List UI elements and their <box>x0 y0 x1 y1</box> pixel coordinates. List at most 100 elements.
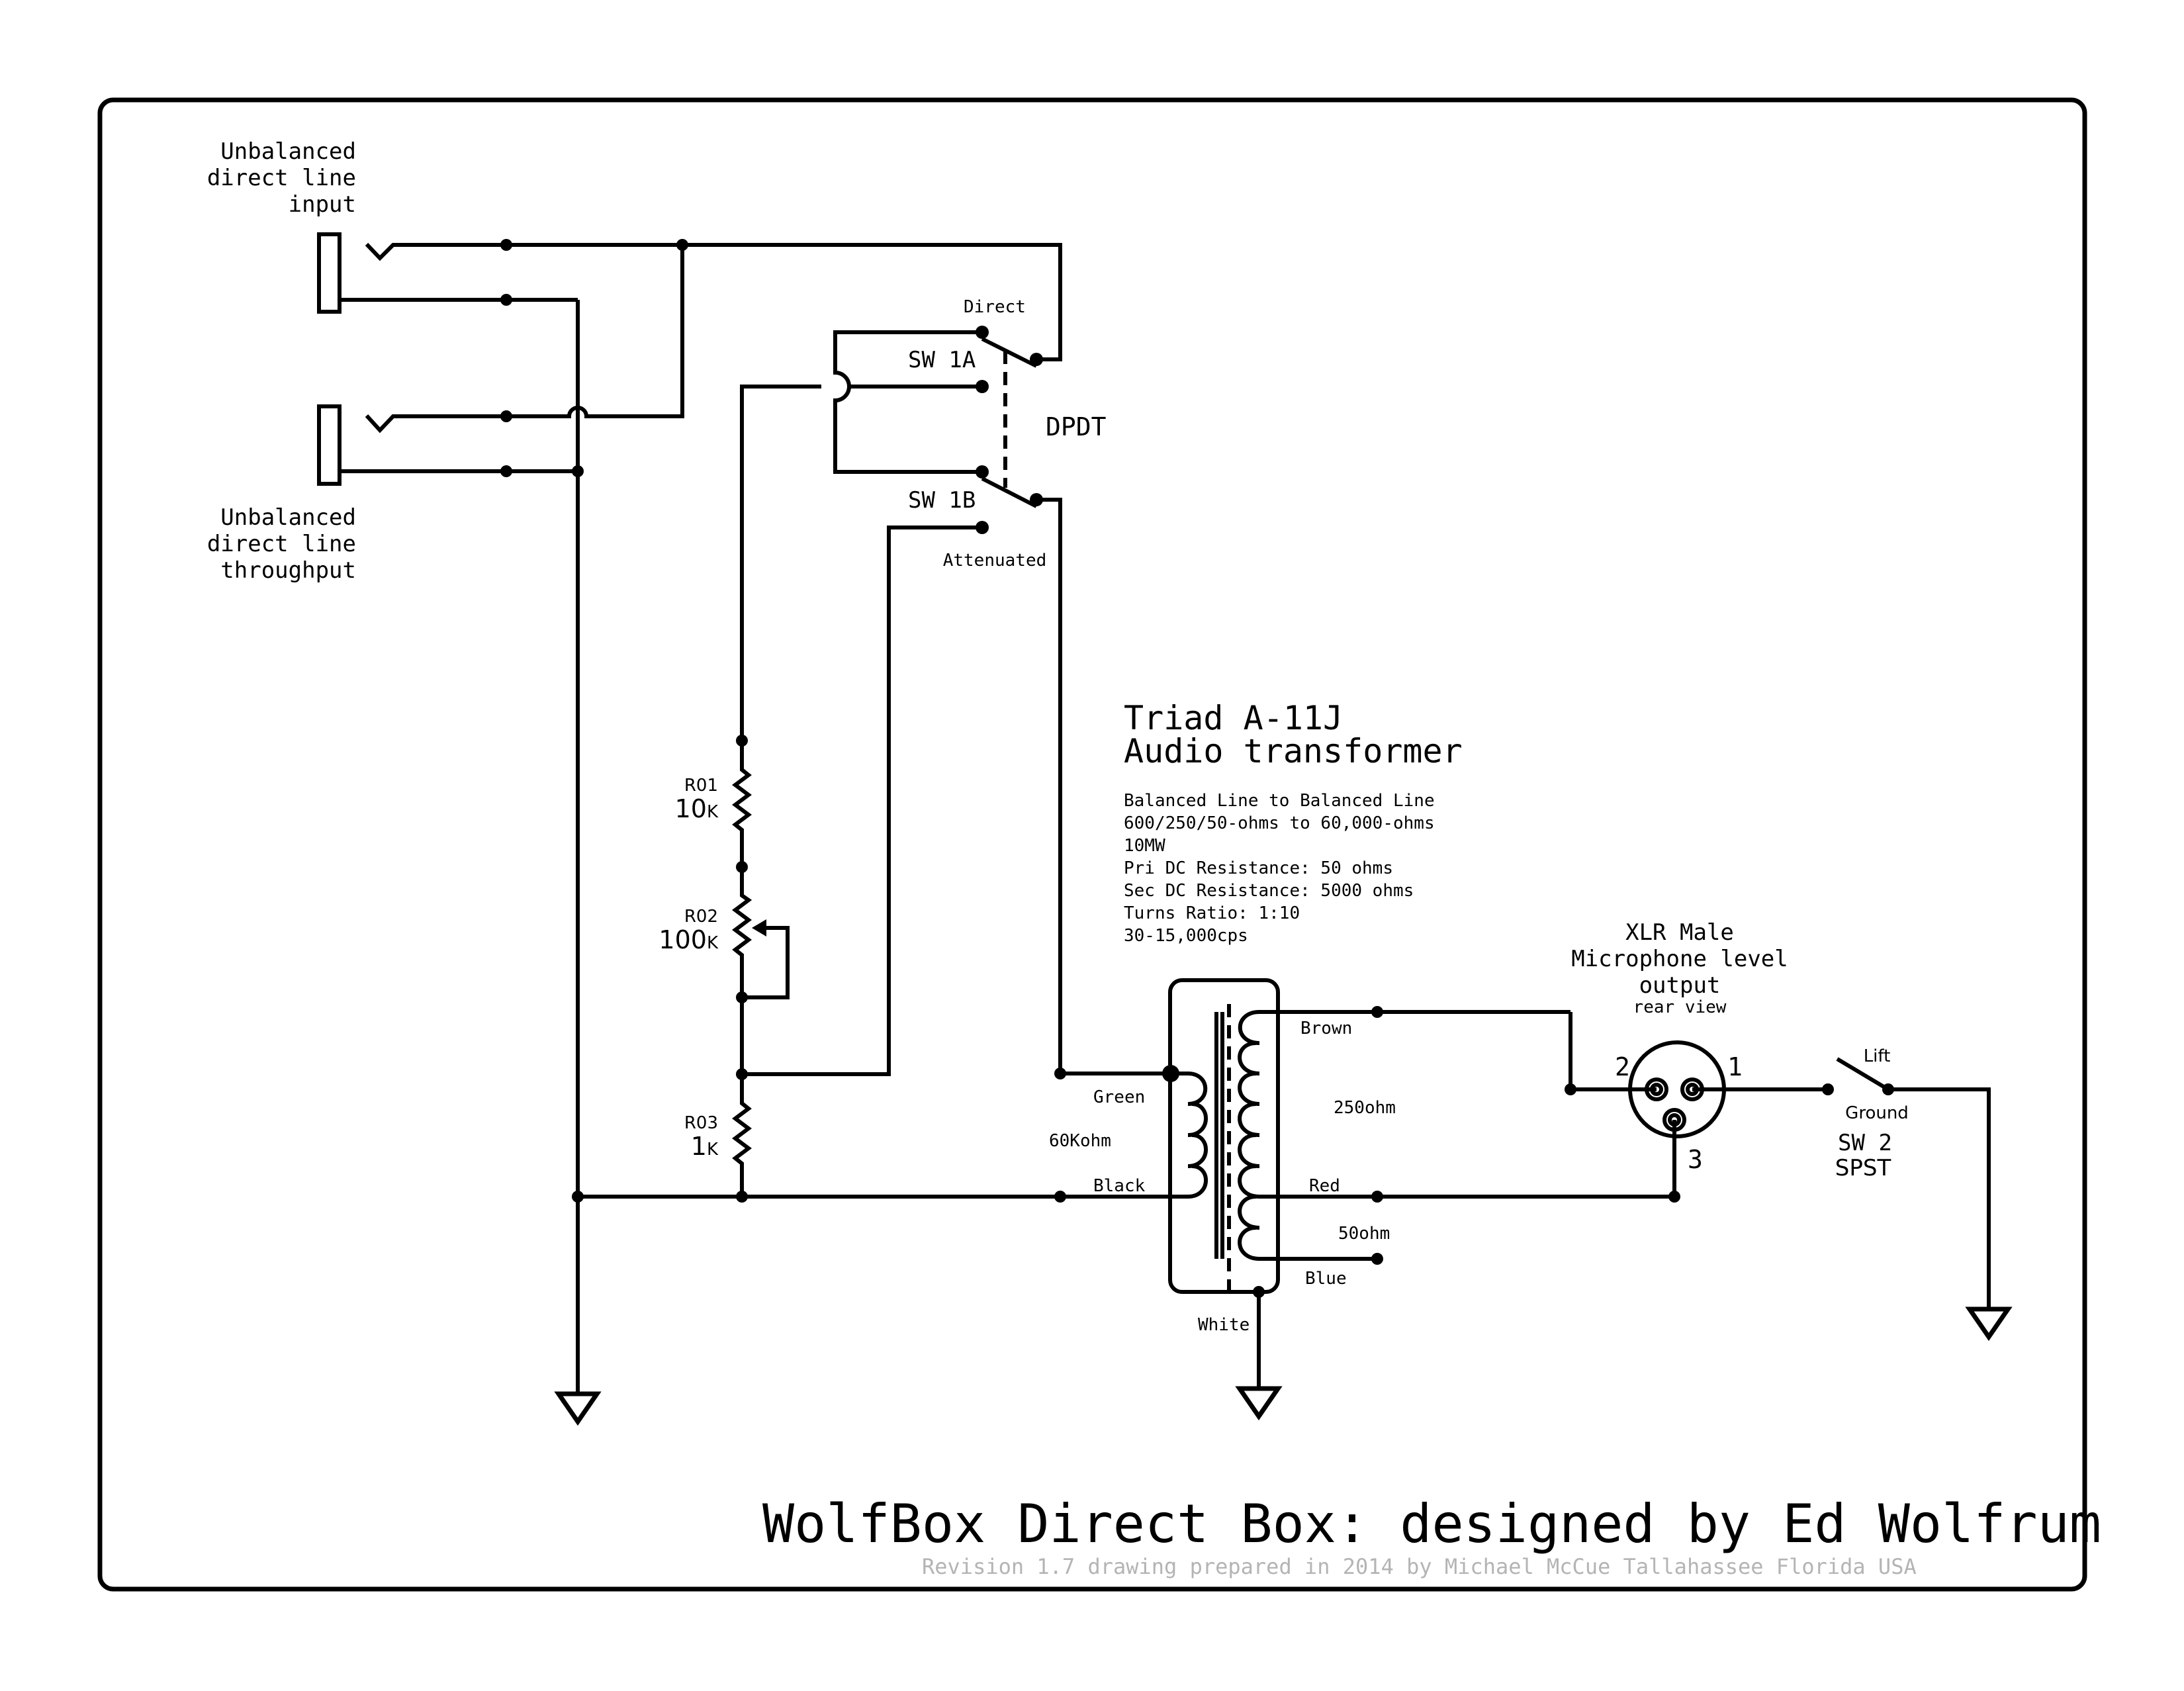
r03-value-number: 1 <box>691 1132 707 1161</box>
green-lead-dot <box>1054 1068 1066 1079</box>
r03-value: 1K <box>691 1132 719 1161</box>
xlr-pin-2-label: 2 <box>1615 1052 1630 1081</box>
black-lead-dot <box>1054 1191 1066 1203</box>
xlr-title-line-3: output <box>1639 972 1721 999</box>
brown-to-pin2-wire <box>1569 1012 1657 1091</box>
r02-ref: R02 <box>684 907 718 927</box>
drawing-title: WolfBox Direct Box: designed by Ed Wolfr… <box>762 1493 2101 1555</box>
r01-value-unit: K <box>707 802 719 822</box>
white-wire-label: White <box>1198 1315 1250 1335</box>
brown-wire-label: Brown <box>1300 1019 1352 1038</box>
xlr-title-line-2: Microphone level <box>1571 946 1788 972</box>
resistor-r01 <box>732 741 752 867</box>
xlr-title-line-1: XLR Male <box>1625 919 1734 946</box>
sw2-contact <box>1822 1083 1834 1095</box>
transformer-triad-a11j: Triad A-11J Audio transformer Balanced L… <box>1049 699 1673 1421</box>
red-lead-dot <box>1371 1191 1383 1203</box>
r01-value: 10K <box>675 794 719 823</box>
resistor-r03 <box>732 1074 752 1197</box>
junction-dot <box>736 1191 748 1203</box>
r01-ref: R01 <box>684 776 718 796</box>
green-wire-label: Green <box>1093 1087 1145 1107</box>
brown-lead-dot <box>1371 1006 1383 1018</box>
transformer-spec-line: 10MW <box>1124 836 1165 856</box>
sw1a-lever <box>981 337 1038 368</box>
sw2-ground-label: Ground <box>1845 1103 1909 1123</box>
throughput-jack-label-line-1: Unbalanced <box>220 504 356 531</box>
secondary-upper-label: 250ohm <box>1334 1098 1396 1118</box>
switch-sw2-spst: Lift Ground SW 2 SPST <box>1822 1046 2013 1342</box>
transformer-spec-line: 30-15,000cps <box>1124 926 1248 946</box>
junction-dot <box>572 1191 584 1203</box>
sw2-type-label: SPST <box>1835 1155 1891 1181</box>
sw1-direct-label: Direct <box>964 297 1026 317</box>
transformer-spec-line: Balanced Line to Balanced Line <box>1124 791 1435 811</box>
sw2-lever <box>1836 1057 1889 1091</box>
transformer-spec-line: 600/250/50-ohms to 60,000-ohms <box>1124 813 1435 833</box>
sw1-attenuated-label: Attenuated <box>943 551 1047 571</box>
r01-value-number: 10 <box>675 794 707 823</box>
secondary-lower-label: 50ohm <box>1338 1224 1390 1244</box>
junction-dot <box>500 239 512 251</box>
revision-note: Revision 1.7 drawing prepared in 2014 by… <box>922 1554 1917 1579</box>
transformer-title-line-1: Triad A-11J <box>1124 699 1343 737</box>
sw2-lift-label: Lift <box>1864 1046 1891 1066</box>
r02-wiper-arrow <box>752 919 766 937</box>
xlr-pin-2-outer <box>1645 1077 1668 1101</box>
r03-ref: R03 <box>684 1113 718 1133</box>
sw1b-to-green-wire <box>1036 498 1171 1075</box>
sw1a-label: SW 1A <box>908 347 976 373</box>
transformer-primary-winding <box>1187 1072 1208 1199</box>
junction-dot <box>500 465 512 477</box>
input-jack-label-line-3: input <box>289 191 356 218</box>
sw1b-lever <box>981 477 1038 508</box>
drawing-frame <box>97 97 2087 1592</box>
resistor-chain: R01 10K R02 100K R03 1K <box>659 735 790 1203</box>
r02-wiper-loop <box>742 926 790 999</box>
r02-value-unit: K <box>707 933 719 953</box>
xlr-pin-1-label: 1 <box>1727 1052 1743 1081</box>
ground-symbol-transformer <box>1235 1386 1283 1421</box>
transformer-spec-line: Pri DC Resistance: 50 ohms <box>1124 858 1393 878</box>
r02-value-number: 100 <box>659 925 707 954</box>
input-jack-label-line-1: Unbalanced <box>220 138 356 165</box>
sw1-type-label: DPDT <box>1046 412 1107 441</box>
black-wire-label: Black <box>1093 1176 1146 1196</box>
transformer-shield <box>1168 978 1280 1294</box>
sw1a-to-r01-wire <box>740 385 982 741</box>
switch-sw1-dpdt: Direct SW 1A DPDT SW 1B Attenuated <box>833 297 1107 571</box>
r03-value-unit: K <box>707 1140 719 1160</box>
sw2-ref-label: SW 2 <box>1838 1130 1892 1156</box>
attenuated-to-tap-wire <box>742 526 982 1076</box>
sw1b-upper-contact <box>976 465 989 479</box>
input-jack-tip-contact <box>365 242 682 261</box>
ground-symbol-left <box>554 1391 602 1426</box>
ground-symbol-chassis <box>1965 1306 2013 1342</box>
transformer-spec-line: Sec DC Resistance: 5000 ohms <box>1124 881 1414 901</box>
input-jack: Unbalanced direct line input <box>207 138 682 314</box>
throughput-jack: Unbalanced direct line throughput <box>207 245 684 584</box>
throughput-tip-wire-hop <box>393 245 684 418</box>
input-jack-label-line-2: direct line <box>207 165 356 191</box>
input-jack-sleeve-body <box>317 232 341 314</box>
tip-wire-to-sw1a <box>682 243 1062 361</box>
primary-impedance-label: 60Kohm <box>1049 1131 1111 1151</box>
transformer-spec-line: Turns Ratio: 1:10 <box>1124 903 1300 923</box>
sw1a-common-contact <box>1030 353 1043 366</box>
xlr-pin-2-inner <box>1650 1083 1663 1096</box>
throughput-jack-label-line-3: throughput <box>220 557 356 584</box>
red-wire-label: Red <box>1309 1176 1340 1196</box>
xlr-male-output: XLR Male Microphone level output rear vi… <box>1565 919 1828 1203</box>
throughput-jack-sleeve-body <box>317 404 341 486</box>
junction-dot <box>1668 1191 1680 1203</box>
junction-dot <box>500 294 512 306</box>
transformer-secondary-winding <box>1238 1010 1260 1261</box>
blue-wire-label: Blue <box>1305 1269 1347 1289</box>
resistor-r02-potentiometer <box>732 867 752 997</box>
blue-lead-dot <box>1371 1253 1383 1265</box>
sw1b-label: SW 1B <box>908 487 976 514</box>
xlr-subtitle: rear view <box>1633 997 1727 1017</box>
sw2-to-ground-wire <box>1888 1087 1991 1309</box>
